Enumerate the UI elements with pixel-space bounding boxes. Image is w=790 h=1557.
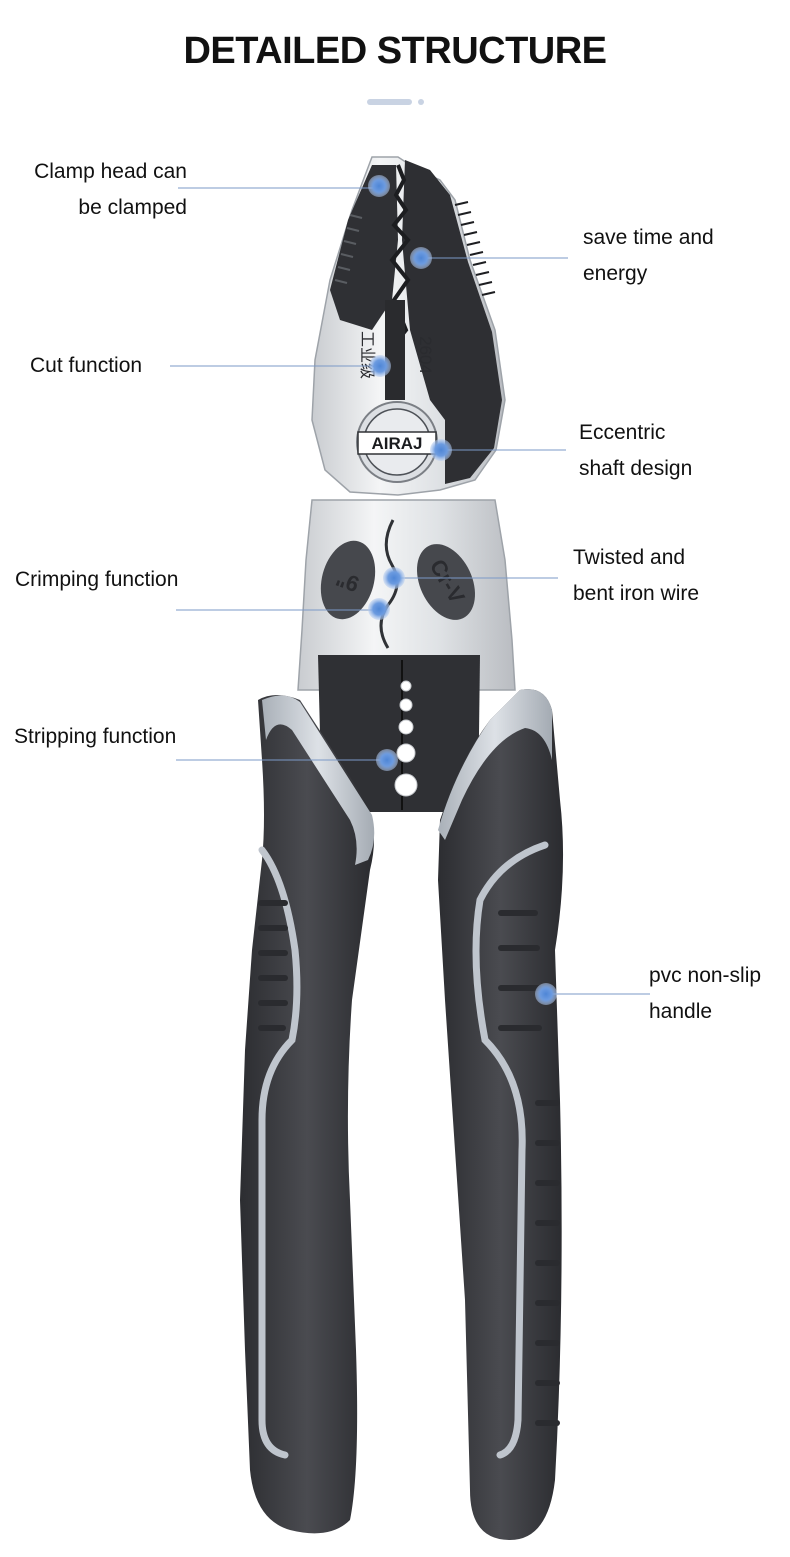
callout-label-twisted: Twisted and bent iron wire <box>573 540 699 612</box>
callout-label-save: save time and energy <box>583 220 714 292</box>
callout-eccentric-line-1: Eccentric <box>579 421 666 444</box>
callout-dot-clamp <box>368 175 390 197</box>
title-divider <box>367 99 427 107</box>
callout-cut-line-1: Cut function <box>30 354 143 377</box>
callout-dot-crimping <box>368 598 390 620</box>
callout-dot-eccentric <box>430 439 452 461</box>
callout-pvc-line-2: handle <box>649 1000 713 1023</box>
callout-dot-pvc <box>535 983 557 1005</box>
brand-logo-text: AIRAJ <box>371 434 422 453</box>
title-divider-dot <box>418 99 424 105</box>
model-number: 2604 <box>416 336 435 374</box>
page-title: DETAILED STRUCTURE <box>183 30 607 72</box>
plier-head <box>311 156 506 496</box>
callout-dot-save <box>410 247 432 269</box>
callout-save-line-1: save time and <box>583 226 714 249</box>
callout-dot-stripping <box>376 749 398 771</box>
callout-save-line-2: energy <box>583 262 648 285</box>
callout-twisted-line-1: Twisted and <box>573 546 686 569</box>
callout-crimping-line-1: Crimping function <box>15 568 179 591</box>
callout-dot-cut <box>369 355 391 377</box>
title-divider-bar <box>367 99 412 105</box>
callout-label-eccentric: Eccentric shaft design <box>579 415 692 487</box>
callout-label-stripping: Stripping function <box>14 719 176 755</box>
callout-label-crimping: Crimping function <box>15 562 178 598</box>
callout-label-pvc: pvc non-slip handle <box>649 958 761 1030</box>
callout-twisted-line-2: bent iron wire <box>573 582 700 605</box>
left-handle <box>240 695 375 1534</box>
plier-body <box>297 499 516 812</box>
callout-clamp-line-2: be clamped <box>78 196 187 219</box>
callout-pvc-line-1: pvc non-slip <box>649 964 762 987</box>
callout-stripping-line-1: Stripping function <box>14 725 177 748</box>
callout-markers <box>170 175 650 1005</box>
callout-eccentric-line-2: shaft design <box>579 457 693 480</box>
product-markings: AIRAJ 2604 工业级 9" Cr-V <box>333 331 470 608</box>
callout-clamp-line-1: Clamp head can <box>34 160 187 183</box>
callout-dot-twisted <box>383 567 405 589</box>
callout-label-cut: Cut function <box>30 348 142 384</box>
callout-label-clamp: Clamp head can be clamped <box>34 154 187 226</box>
right-handle <box>438 689 564 1540</box>
